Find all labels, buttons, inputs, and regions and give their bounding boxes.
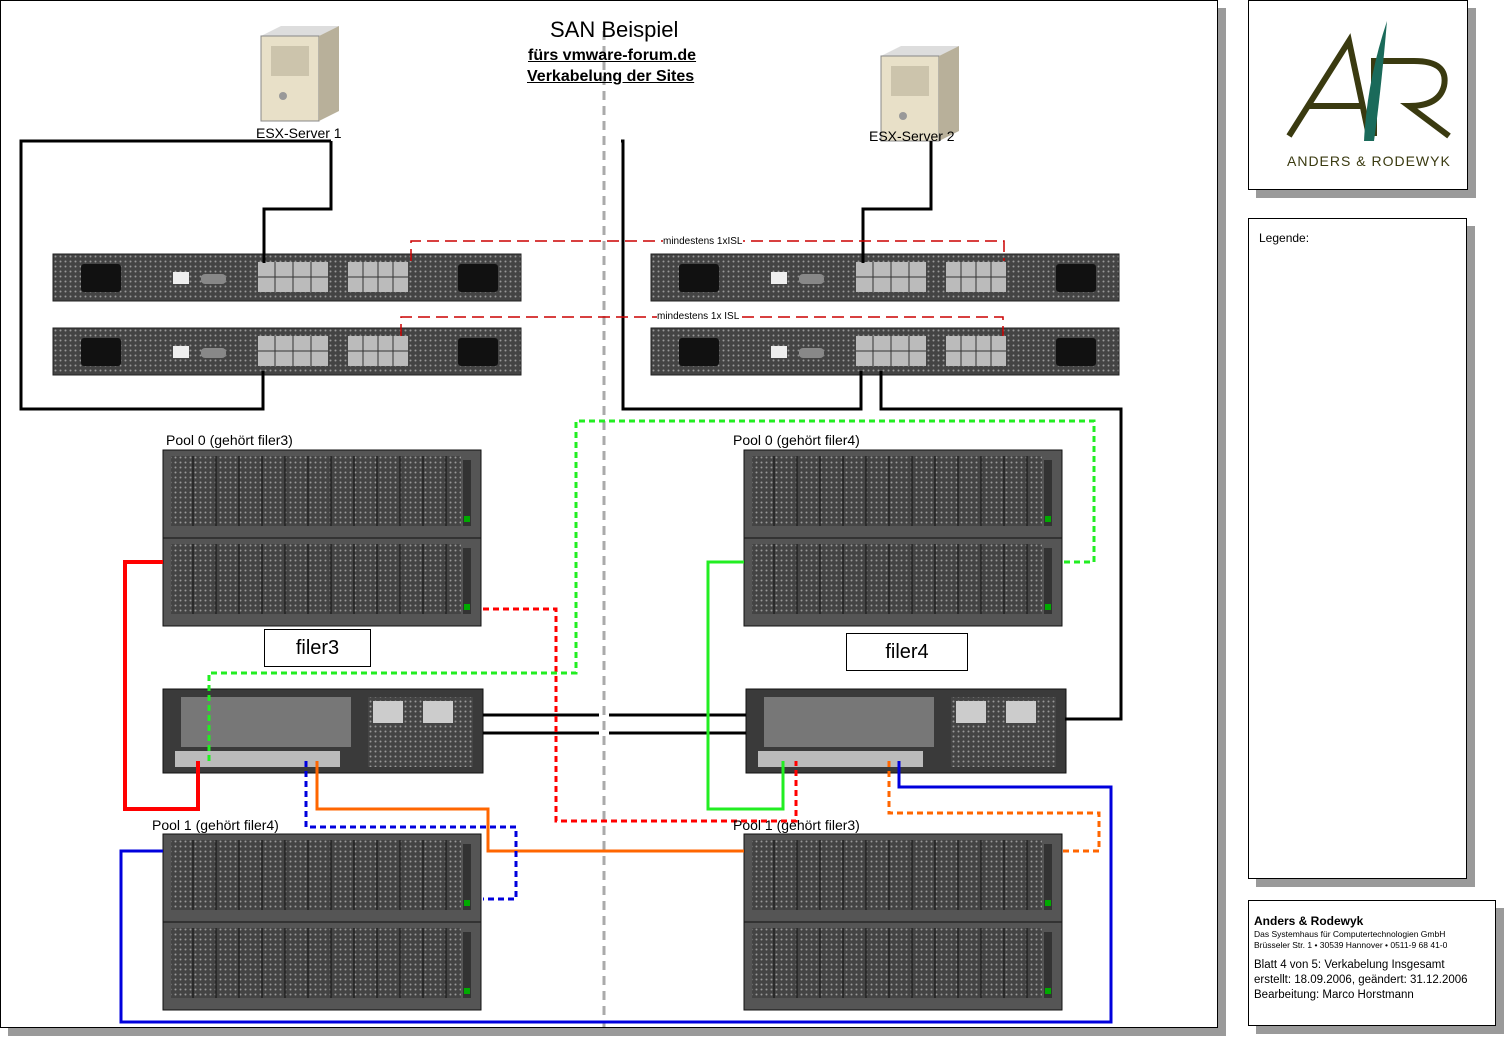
page-subtitle: fürs vmware-forum.de xyxy=(528,47,697,64)
esx-server-2-icon xyxy=(880,45,960,142)
fc-switch-right-1 xyxy=(650,253,1120,302)
shelf xyxy=(162,449,482,539)
pool-label: Pool 1 (gehört filer4) xyxy=(152,817,279,833)
filer-label: filer4 xyxy=(846,633,968,671)
page-title: SAN Beispiel xyxy=(550,17,679,42)
legend-label: Legende: xyxy=(1259,231,1310,245)
shelf xyxy=(743,921,1063,1011)
server-label: ESX-Server 2 xyxy=(869,128,955,144)
isl-label: mindestens 1xISL xyxy=(663,236,743,247)
title-block: Anders & Rodewyk Das Systemhaus für Comp… xyxy=(1248,900,1496,1026)
tb-company: Anders & Rodewyk xyxy=(1254,914,1364,928)
isl-label: mindestens 1x ISL xyxy=(657,311,740,322)
logo-mark xyxy=(1286,21,1451,141)
tb-dates: erstellt: 18.09.2006, geändert: 31.12.20… xyxy=(1254,974,1468,986)
tb-author: Bearbeitung: Marco Horstmann xyxy=(1254,989,1414,1001)
legend-panel: Legende: xyxy=(1248,218,1467,879)
filer-label: filer3 xyxy=(264,629,371,667)
company-logo: ANDERS & RODEWYK xyxy=(1248,0,1468,190)
pool-label: Pool 0 (gehört filer4) xyxy=(733,432,860,448)
logo-text: ANDERS & RODEWYK xyxy=(1287,153,1451,169)
shelf xyxy=(743,449,1063,539)
shelf xyxy=(162,537,482,627)
shelf xyxy=(162,921,482,1011)
shelf xyxy=(162,833,482,923)
pool-label: Pool 1 (gehört filer3) xyxy=(733,817,860,833)
diagram-drawing xyxy=(19,25,1123,1027)
server-label: ESX-Server 1 xyxy=(256,125,342,141)
diagram-canvas: SAN Beispiel fürs vmware-forum.de Verkab… xyxy=(0,0,1218,1028)
page-subtitle-2: Verkabelung der Sites xyxy=(527,68,695,85)
fc-switch-left-1 xyxy=(52,253,522,302)
esx-server-1-icon xyxy=(260,25,340,122)
shelf xyxy=(743,833,1063,923)
filer3-controller xyxy=(162,688,484,774)
fc-switch-left-2 xyxy=(52,327,522,376)
shelf xyxy=(743,537,1063,627)
filer4-controller xyxy=(745,688,1067,774)
tb-sheet: Blatt 4 von 5: Verkabelung Insgesamt xyxy=(1254,959,1445,971)
fc-switch-right-2 xyxy=(650,327,1120,376)
tb-address: Brüsseler Str. 1 • 30539 Hannover • 0511… xyxy=(1254,940,1448,950)
tb-tagline: Das Systemhaus für Computertechnologien … xyxy=(1254,929,1446,939)
pool-label: Pool 0 (gehört filer3) xyxy=(166,432,293,448)
